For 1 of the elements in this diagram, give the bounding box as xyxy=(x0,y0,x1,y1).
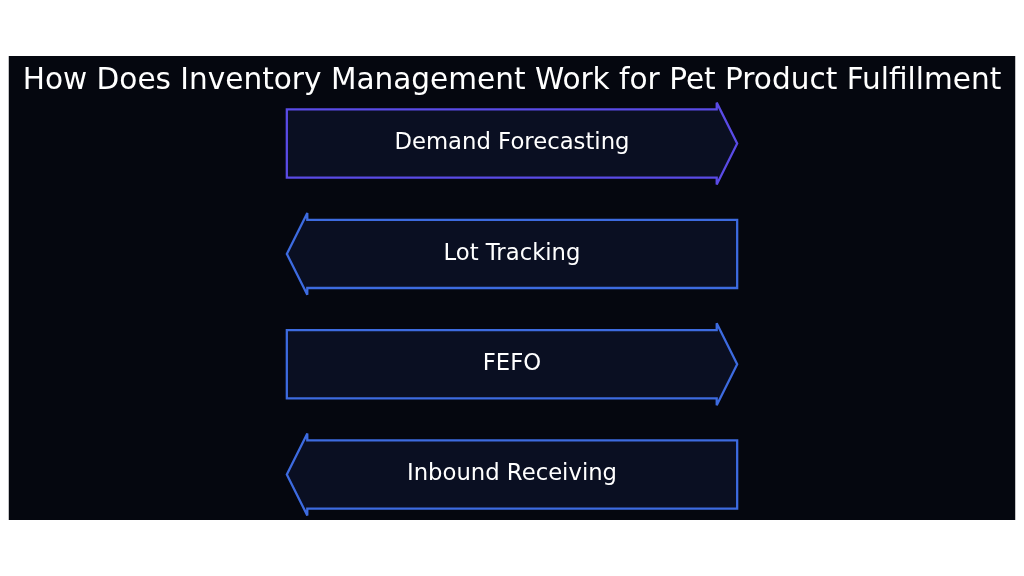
diagram-title: How Does Inventory Management Work for Pet Product Fulfillment xyxy=(22,61,1002,96)
